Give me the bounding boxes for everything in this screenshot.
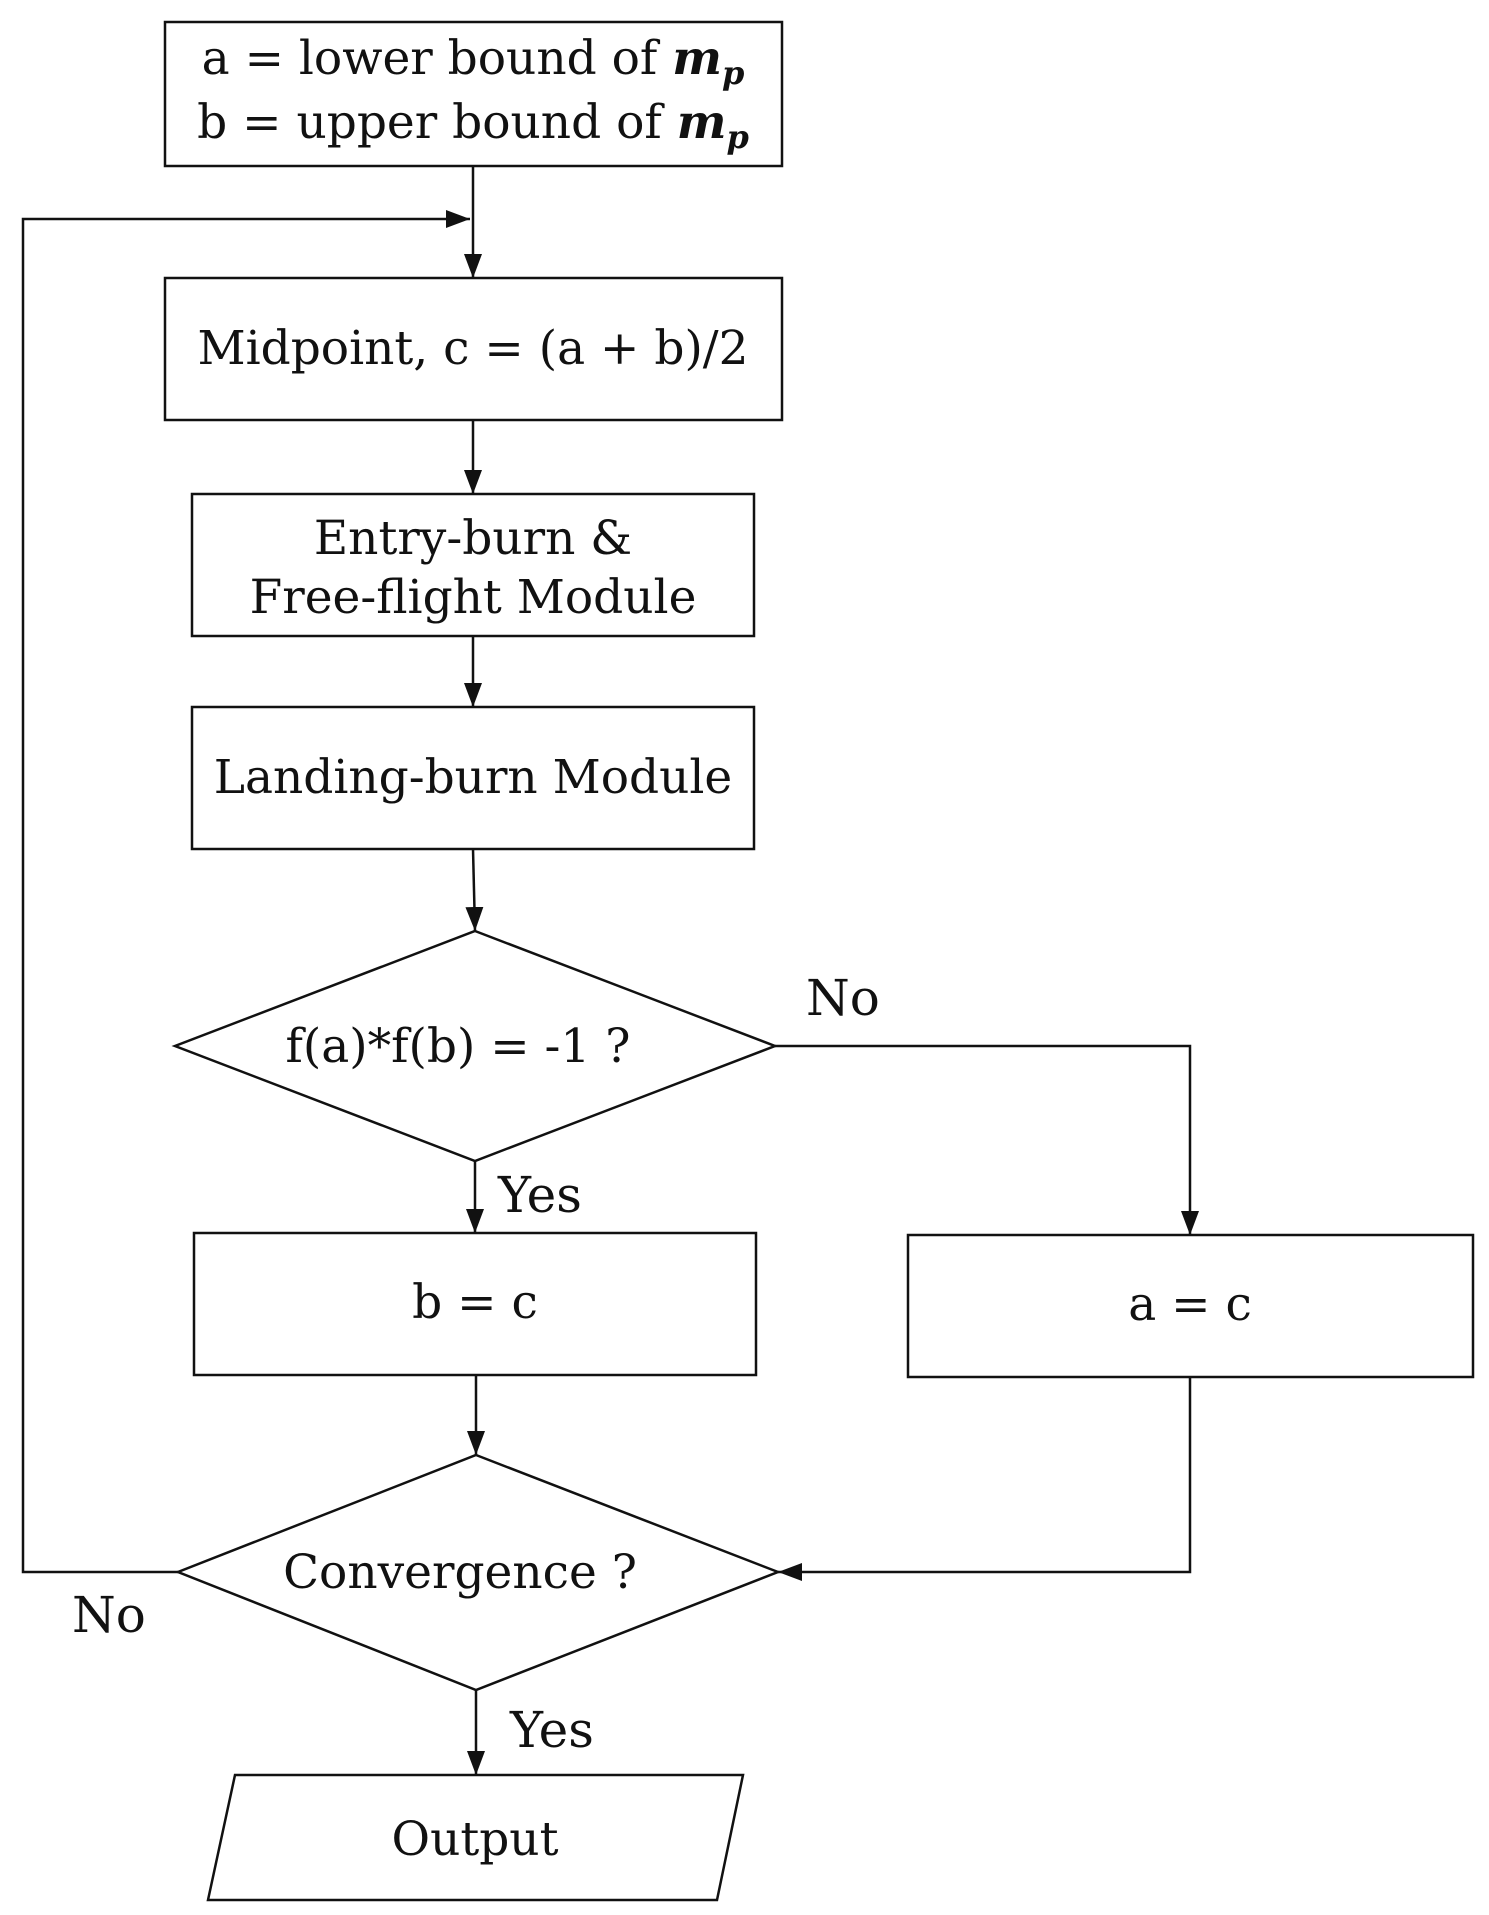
sign-no-label: No — [806, 969, 880, 1027]
update-a-text: a = c — [1128, 1277, 1252, 1332]
arrow-landing-to-sign — [465, 848, 484, 932]
arrow-convergence-no-loop — [21, 210, 470, 1574]
landing-burn-text: Landing-burn Module — [214, 750, 733, 805]
sign-yes-label: Yes — [497, 1166, 582, 1224]
arrow-update-a-to-convergence — [778, 1377, 1192, 1581]
init-line-lower: a = lower bound of mp — [202, 31, 745, 92]
arrow-sign-no-to-update-a — [775, 1044, 1199, 1235]
convergence-yes-label: Yes — [509, 1701, 594, 1759]
entry-burn-line2: Free-flight Module — [250, 570, 697, 625]
init-line-upper: b = upper bound of mp — [197, 95, 749, 156]
entry-burn-line1: Entry-burn & — [314, 511, 632, 566]
output-parallelogram — [206, 1773, 745, 1902]
convergence-text: Convergence ? — [283, 1545, 637, 1600]
sign-decision-text: f(a)*f(b) = -1 ? — [286, 1019, 631, 1074]
midpoint-text: Midpoint, c = (a + b)/2 — [197, 321, 748, 376]
convergence-no-label: No — [72, 1586, 146, 1644]
output-text: Output — [392, 1812, 559, 1867]
update-b-text: b = c — [412, 1275, 538, 1330]
